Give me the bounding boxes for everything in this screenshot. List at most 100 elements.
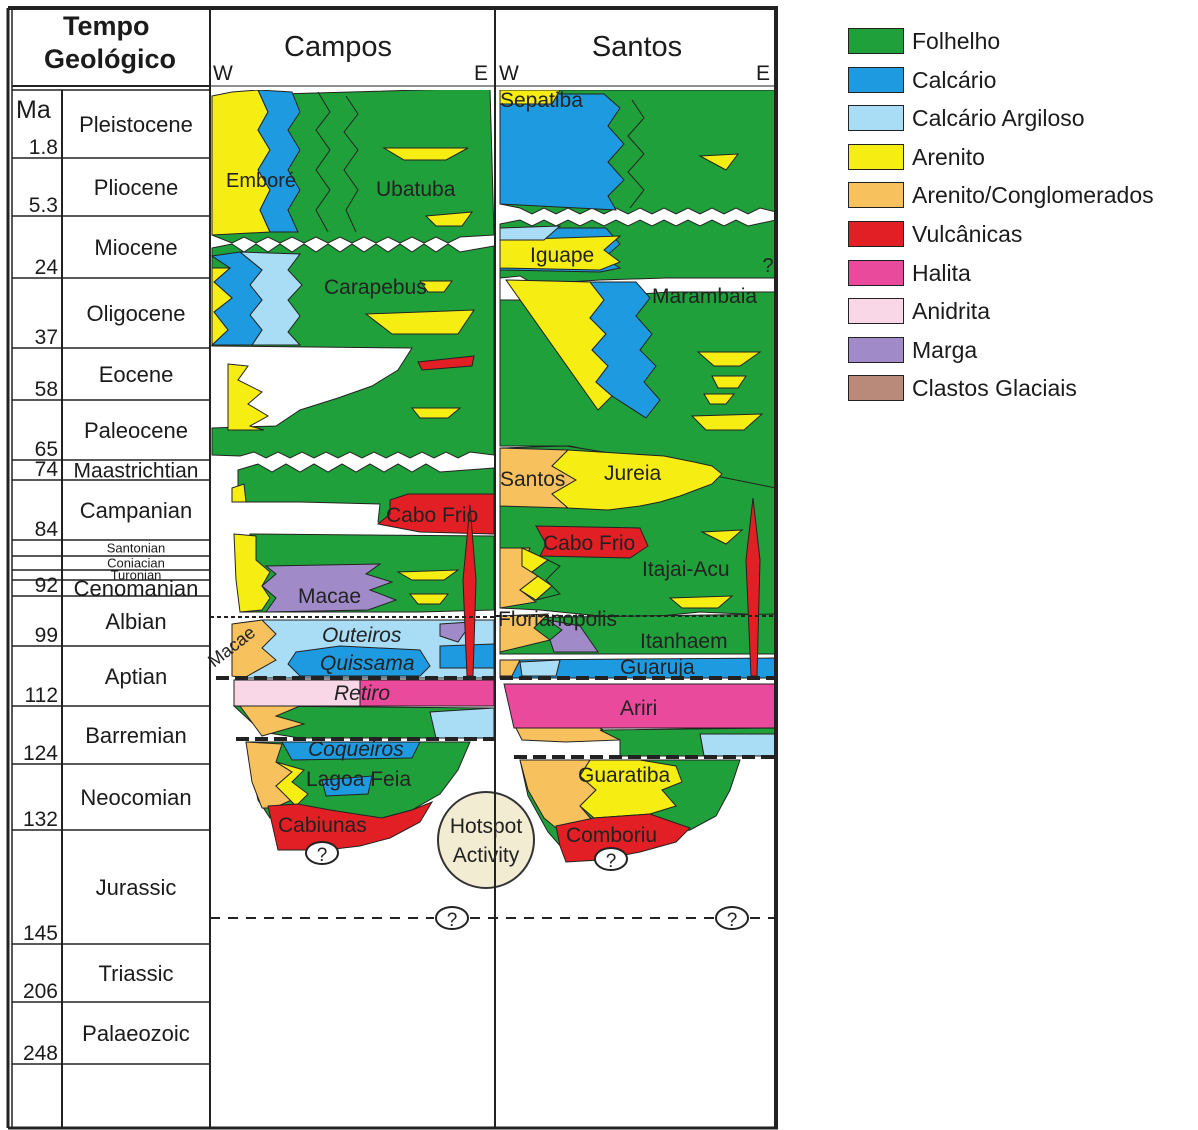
legend-label: Marga [912, 337, 977, 364]
formation-label: Itanhaem [640, 630, 728, 653]
epoch-label: Pliocene [94, 175, 178, 200]
formation-label: Cabiunas [278, 814, 367, 837]
santos-west-label: W [499, 62, 519, 85]
epoch-label: Pleistocene [79, 112, 193, 137]
age-label: 24 [35, 256, 59, 279]
legend: FolhelhoCalcárioCalcário ArgilosoArenito… [846, 24, 1198, 410]
legend-label: Vulcânicas [912, 221, 1022, 248]
age-label: 5.3 [29, 194, 58, 217]
age-label: 206 [23, 980, 58, 1003]
epoch-label: Santonian [107, 541, 166, 556]
hotspot-line-2: Activity [453, 844, 520, 867]
line-question-mark-1: ? [447, 910, 458, 931]
legend-item: Anidrita [846, 294, 1198, 333]
legend-swatch [848, 105, 904, 131]
legend-swatch [848, 337, 904, 363]
legend-item: Marga [846, 333, 1198, 372]
santos-question-mark: ? [606, 851, 617, 872]
age-label: 145 [23, 922, 58, 945]
marambaia-question-mark: ? [762, 255, 773, 277]
formation-label: Emboré [226, 170, 296, 192]
legend-label: Arenito [912, 144, 985, 171]
campos-east-label: E [474, 62, 488, 85]
age-label: 1.8 [29, 136, 58, 159]
legend-item: Clastos Glaciais [846, 371, 1198, 410]
legend-swatch [848, 182, 904, 208]
legend-item: Halita [846, 256, 1198, 295]
hotspot-line-1: Hotspot [450, 815, 523, 838]
santos-guaruja-calcarenite [520, 660, 560, 676]
formation-label: Cabo Frio [386, 504, 478, 527]
epoch-label: Jurassic [96, 875, 177, 900]
time-title-text-line-2: Geológico [44, 44, 176, 74]
legend-item: Folhelho [846, 24, 1198, 63]
formation-label: Ariri [620, 697, 657, 720]
campos-west-label: W [213, 62, 233, 85]
formation-label: Santos [500, 468, 565, 491]
age-label: 99 [35, 624, 58, 647]
legend-swatch [848, 375, 904, 401]
legend-label: Calcário Argiloso [912, 105, 1085, 132]
formation-label: Ubatuba [376, 178, 456, 201]
formation-label: Carapebus [324, 276, 427, 299]
santos-aptian-calcarenite [700, 732, 776, 756]
formation-label: Guaruja [620, 656, 695, 679]
epoch-label: Eocene [99, 362, 174, 387]
legend-swatch [848, 221, 904, 247]
legend-item: Calcário [846, 63, 1198, 102]
hotspot: Hotspot Activity [438, 792, 534, 888]
age-label: 248 [23, 1042, 58, 1065]
legend-item: Arenito/Conglomerados [846, 178, 1198, 217]
formation-label: Quissama [320, 652, 415, 675]
age-label: 92 [35, 574, 58, 597]
legend-label: Clastos Glaciais [912, 375, 1077, 402]
formation-label: Sepatiba [500, 89, 583, 112]
epoch-label: Paleocene [84, 418, 188, 443]
epoch-label: Neocomian [80, 785, 191, 810]
formation-label: Cabo Frio [543, 532, 635, 555]
campos-basin-panel [212, 88, 494, 850]
legend-label: Halita [912, 260, 971, 287]
legend-label: Folhelho [912, 28, 1000, 55]
campos-aptian-calcarenite [430, 708, 494, 738]
stratigraphic-chart: ? ? ? ? ? Hotspot Activity Emboré Ubatub… [0, 0, 800, 1130]
age-label: 74 [35, 458, 59, 481]
formation-label: Florianopolis [498, 608, 617, 631]
legend-swatch [848, 28, 904, 54]
age-label: 132 [23, 808, 58, 831]
campos-question-mark: ? [317, 845, 328, 866]
formation-label: Lagoa Feia [306, 768, 411, 791]
campos-eocene-sand-wedge [228, 364, 268, 430]
legend-swatch [848, 144, 904, 170]
ma-label: Ma [16, 96, 51, 124]
formation-label: Macae [298, 585, 361, 608]
legend-item: Arenito [846, 140, 1198, 179]
formation-label: Retiro [334, 682, 390, 705]
legend-label: Arenito/Conglomerados [912, 182, 1154, 209]
formation-label: Marambaia [652, 285, 757, 308]
epoch-label: Maastrichtian [74, 460, 199, 483]
age-label: 58 [35, 378, 58, 401]
legend-item: Calcário Argiloso [846, 101, 1198, 140]
legend-swatch [848, 298, 904, 324]
age-label: 124 [23, 742, 58, 765]
santos-east-label: E [756, 62, 770, 85]
epoch-label: Triassic [99, 961, 174, 986]
epoch-label: Cenomanian [74, 576, 199, 601]
epoch-label: Palaeozoic [82, 1021, 190, 1046]
formation-label: Outeiros [322, 624, 402, 647]
epoch-label: Barremian [85, 723, 186, 748]
santos-title: Santos [592, 31, 682, 63]
age-label: 37 [35, 326, 58, 349]
epoch-label: Albian [105, 609, 166, 634]
legend-label: Anidrita [912, 298, 990, 325]
epoch-label: Oligocene [86, 301, 185, 326]
formation-label: Itajai-Acu [642, 558, 730, 581]
campos-maastrichtian-sand [232, 484, 246, 502]
formation-label: Jureia [604, 462, 662, 485]
time-title: Tempo Geológico [44, 11, 176, 74]
formation-label: Comboriu [566, 824, 657, 847]
epoch-label: Miocene [94, 235, 177, 260]
time-title-text: Tempo [63, 11, 150, 41]
